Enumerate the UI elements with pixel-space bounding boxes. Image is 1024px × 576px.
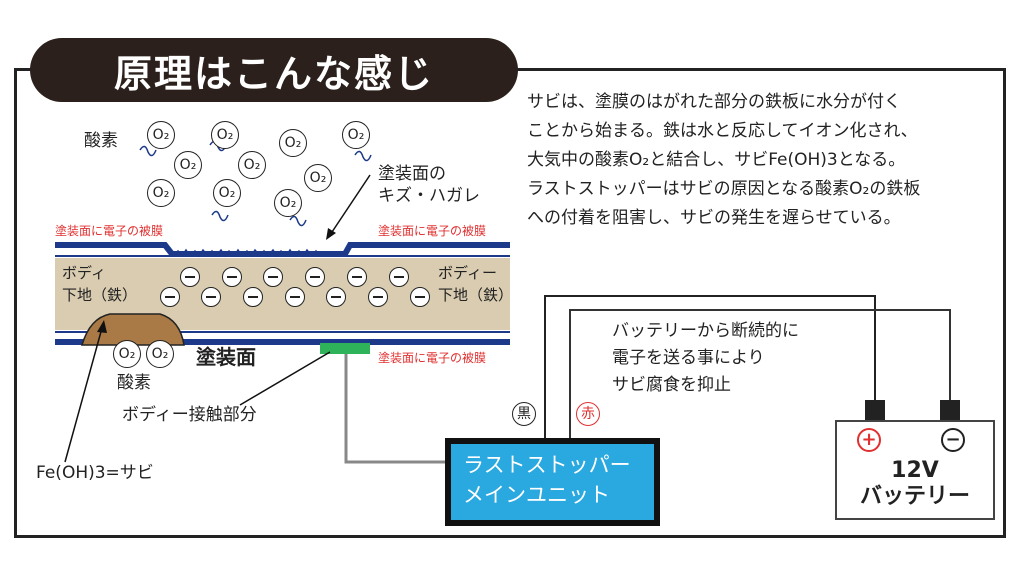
oxygen-label: 酸素 (84, 131, 118, 151)
rust-blob (80, 313, 185, 346)
electron (347, 267, 367, 287)
oxygen-molecule: O₂ (211, 121, 239, 149)
oxygen-molecule: O₂ (174, 151, 202, 179)
main-unit: ラストストッパーメインユニット (445, 438, 660, 526)
body-label-line: 下地（鉄） (62, 286, 138, 304)
electron (326, 287, 346, 307)
contact-label: ボディー接触部分 (122, 405, 257, 425)
electron (285, 287, 305, 307)
coating-film-label: 塗装面に電子の被膜 (378, 224, 487, 238)
battery-terminal-negative (865, 400, 885, 420)
oxygen-molecule: O₂ (113, 340, 141, 368)
black-terminal-label: 黒 (512, 402, 536, 426)
electron (201, 287, 221, 307)
description-line: サビは、塗膜のはがれた部分の鉄板に水分が付く (527, 92, 901, 112)
page-title: 原理はこんな感じ (30, 38, 518, 102)
minus-icon: − (941, 428, 965, 452)
oxygen-molecule: O₂ (304, 164, 332, 192)
electron (389, 267, 409, 287)
oxygen-molecule: O₂ (274, 189, 302, 217)
painted-surface-label: 塗装面 (196, 345, 256, 369)
description-line: 大気中の酸素O₂と結合し、サビFe(OH)3となる。 (527, 150, 906, 170)
battery-note: バッテリーから断続的に電子を送る事によりサビ腐食を抑止 (612, 318, 799, 399)
oxygen-molecule: O₂ (342, 121, 370, 149)
description: サビは、塗膜のはがれた部分の鉄板に水分が付く ことから始まる。鉄は水と反応してイ… (527, 88, 920, 233)
battery-name: バッテリー (859, 484, 970, 509)
electron (180, 267, 200, 287)
description-line: への付着を阻害し、サビの発生を遅らせている。 (527, 208, 901, 228)
body-label-line: ボディ (62, 264, 106, 282)
unit-label-line: ラストストッパー (463, 453, 631, 477)
unit-label-line: メインユニット (463, 483, 610, 507)
body-left-label: ボディ下地（鉄） (62, 262, 137, 306)
electron (263, 267, 283, 287)
oxygen-molecule: O₂ (147, 121, 175, 149)
battery-terminal-positive (940, 400, 960, 420)
black-wire (544, 295, 876, 440)
description-line: ことから始まる。鉄は水と反応してイオン化され、 (527, 121, 918, 141)
rust-label: Fe(OH)3=サビ (36, 463, 154, 483)
ground-wire (344, 354, 445, 464)
note-line: サビ腐食を抑止 (612, 375, 731, 395)
note-line: バッテリーから断続的に (612, 321, 799, 341)
battery: + − 12V バッテリー (835, 420, 995, 520)
contact-pad (320, 343, 370, 354)
description-line: ラストストッパーはサビの原因となる酸素O₂の鉄板 (527, 179, 921, 199)
oxygen-bottom-label: 酸素 (117, 373, 151, 393)
scratch-label-line: キズ・ハガレ (378, 186, 480, 206)
body-right-label: ボディー下地（鉄） (438, 262, 513, 306)
oxygen-molecule: O₂ (147, 179, 175, 207)
electron (368, 287, 388, 307)
electron (410, 287, 430, 307)
coating-film-label: 塗装面に電子の被膜 (378, 351, 487, 365)
electron (160, 287, 180, 307)
body-label-line: 下地（鉄） (438, 286, 514, 304)
red-terminal-label: 赤 (576, 402, 600, 426)
scratch-label: 塗装面のキズ・ハガレ (378, 163, 480, 207)
oxygen-molecule: O₂ (213, 179, 241, 207)
oxygen-molecule: O₂ (146, 340, 174, 368)
note-line: 電子を送る事により (612, 348, 765, 368)
scratch-edge (171, 248, 321, 258)
plus-icon: + (857, 428, 881, 452)
electron (243, 287, 263, 307)
coating-film-label: 塗装面に電子の被膜 (55, 224, 164, 238)
oxygen-molecule: O₂ (279, 129, 307, 157)
electron (305, 267, 325, 287)
body-label-line: ボディー (438, 264, 497, 282)
oxygen-molecule: O₂ (238, 151, 266, 179)
electron (222, 267, 242, 287)
battery-voltage: 12V (891, 458, 939, 483)
scratch-label-line: 塗装面の (378, 164, 446, 184)
red-wire (569, 309, 951, 440)
